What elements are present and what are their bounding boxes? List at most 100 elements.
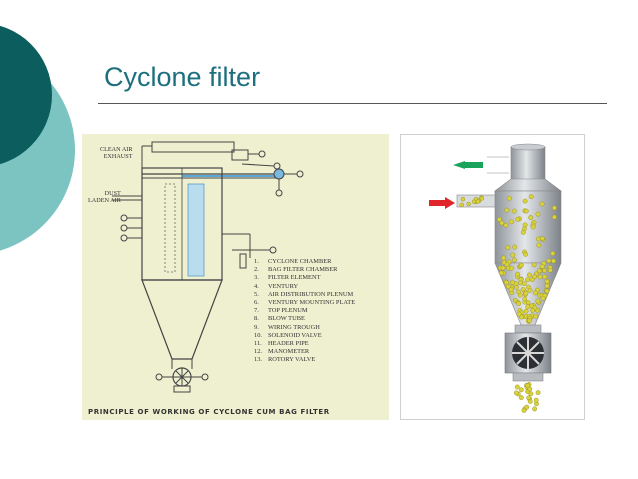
dust-particle	[535, 211, 541, 217]
slide-title: Cyclone filter	[104, 62, 261, 92]
dust-particle	[537, 268, 543, 274]
legend-number: 4.	[254, 282, 259, 290]
dust-particle	[518, 395, 524, 400]
dust-particle	[510, 252, 516, 258]
dust-particle	[542, 274, 548, 280]
legend-number: 10.	[254, 331, 262, 339]
legend-text: TOP PLENUM	[268, 307, 308, 315]
dust-particle	[528, 215, 534, 220]
legend-text: VENTURY	[268, 282, 299, 290]
legend-number: 12.	[254, 348, 262, 356]
dust-particle	[533, 313, 539, 319]
diagram-drawing	[112, 141, 304, 393]
dust-particle	[530, 307, 536, 313]
cyclone-bag-filter-diagram: CLEAN AIR EXHAUST DUST LADEN AIR 1.CYCLO…	[82, 134, 389, 420]
dust-particle	[544, 278, 550, 284]
dust-particle	[505, 283, 511, 289]
legend-item: 12. MANOMETER	[254, 348, 355, 356]
dust-particle	[547, 267, 553, 273]
dust-particle	[508, 286, 514, 292]
dust-particle	[544, 283, 550, 289]
dust-particle	[535, 390, 541, 396]
dust-particle	[521, 407, 527, 413]
legend-item: 7.TOP PLENUM	[254, 307, 355, 315]
legend-number: 9.	[254, 323, 259, 331]
slide-decoration	[0, 25, 75, 251]
dust-particle	[522, 222, 528, 228]
dust-particle	[459, 202, 464, 208]
legend-number: 11.	[254, 340, 262, 348]
dust-particle	[479, 196, 485, 201]
legend-number: 5.	[254, 290, 259, 298]
title-divider	[98, 103, 607, 104]
legend-number: 3.	[254, 274, 259, 282]
dust-particle	[523, 308, 529, 314]
dust-particle	[525, 304, 531, 310]
dust-particle	[539, 264, 545, 270]
dust-particle	[523, 208, 529, 214]
dust-particle	[513, 390, 519, 396]
legend-item: 11. HEADER PIPE	[254, 340, 355, 348]
cyclone-illustration	[400, 134, 585, 420]
dust-particle	[498, 270, 504, 276]
dust-particle	[530, 224, 536, 230]
dust-particle	[512, 244, 518, 250]
dust-particle	[508, 265, 514, 271]
legend-item: 4. VENTURY	[254, 283, 355, 291]
dust-particle	[499, 220, 505, 226]
dust-particle	[551, 258, 556, 264]
legend-item: 10. SOLENOID VALVE	[254, 332, 355, 340]
dust-particle	[515, 271, 521, 277]
dust-particle	[516, 301, 522, 307]
dust-particle	[529, 277, 535, 283]
dust-particle	[509, 219, 514, 225]
dust-particle	[520, 286, 526, 292]
exhaust-label: EXHAUST	[103, 153, 133, 160]
dust-particle	[525, 383, 531, 389]
dust-particle	[501, 255, 507, 261]
dust-particle	[523, 251, 528, 257]
legend-text: MANOMETER	[268, 348, 310, 356]
dust-particle	[551, 214, 557, 220]
dust-particle	[515, 216, 521, 222]
dust-particle	[537, 274, 543, 280]
dust-particle	[532, 406, 538, 412]
dust-particle	[526, 272, 532, 278]
dust-particle	[522, 198, 528, 204]
dust-particle	[510, 279, 515, 285]
legend-text: FILTER ELEMENT	[268, 274, 321, 282]
dust-particle	[539, 201, 545, 207]
legend-item: 13.ROTORY VALVE	[254, 356, 355, 364]
laden-air-label: LADEN AIR	[88, 197, 121, 204]
dust-particle	[540, 295, 546, 301]
legend-item: 6.VENTURY MOUNTING PLATE	[254, 299, 355, 307]
dust-particle	[518, 280, 524, 286]
legend-text: ROTORY VALVE	[268, 356, 316, 364]
dust-particle	[504, 207, 510, 213]
legend-item: 5.AIR DISTRIBUTION PLENUM	[254, 291, 355, 299]
dust-particle	[550, 251, 556, 256]
legend-item: 8.BLOW TUBE	[254, 315, 355, 323]
dust-particle	[539, 236, 545, 241]
legend-text: HEADER PIPE	[268, 340, 309, 348]
dust-particle	[523, 290, 529, 296]
dust-particle	[512, 257, 517, 263]
dust-particle	[533, 290, 538, 296]
legend-number: 1.	[254, 258, 259, 265]
legend-number: 6.	[254, 299, 259, 307]
clean-air-exhaust-label: CLEAN AIR EXHAUST	[100, 146, 132, 160]
legend-item: 2.BAG FILTER CHAMBER	[254, 266, 355, 274]
legend-text: BLOW TUBE	[268, 315, 305, 323]
legend-text: SOLENOID VALVE	[268, 331, 322, 339]
dust-particle	[544, 288, 550, 294]
dust-particle	[460, 196, 466, 202]
dust-particle	[514, 384, 520, 390]
dust-particle	[511, 208, 517, 214]
dust-particle	[551, 205, 557, 211]
dust-particle	[536, 242, 542, 248]
dust-particle	[546, 258, 552, 264]
dust-particle	[516, 311, 522, 317]
dust-particle	[505, 245, 511, 251]
dust-particle	[527, 318, 532, 324]
legend-text: BAG FILTER CHAMBER	[268, 266, 338, 274]
